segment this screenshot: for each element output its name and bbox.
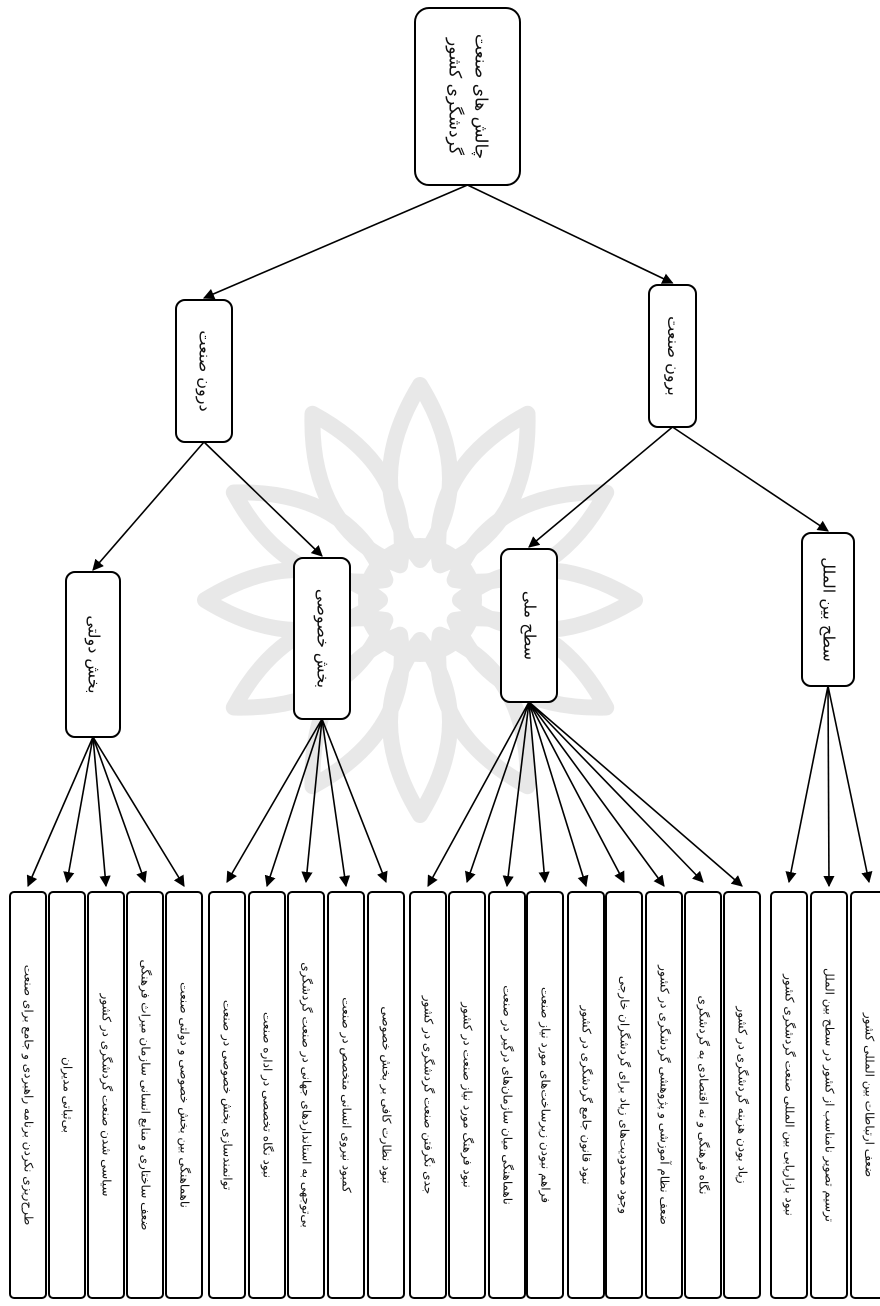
challenge-leaf — [409, 891, 447, 1299]
challenge-leaf-label: فراهم نبودن زیرساخت‌های مورد نیاز صنعت — [538, 987, 553, 1203]
connector-arrow — [528, 426, 674, 548]
connector-arrow — [264, 718, 323, 888]
challenge-leaf — [126, 891, 164, 1299]
connector-arrow — [528, 701, 704, 883]
challenge-leaf — [567, 891, 605, 1299]
category-node-label: برون صنعت — [663, 316, 683, 396]
connector-arrow — [321, 718, 351, 888]
connector-arrow — [92, 736, 147, 884]
root-node — [414, 7, 521, 186]
subcategory-node-private — [293, 557, 351, 720]
challenge-leaf-label: سیاسی شدن صنعت گردشگری در کشور — [99, 993, 114, 1197]
challenge-leaf-label: وجود محدودیت‌های زیاد برای گردشگران خارج… — [617, 976, 632, 1214]
challenge-leaf-label: نبود فرهنگ مورد نیاز صنعت در کشور — [460, 1001, 475, 1188]
connector-arrow — [528, 701, 665, 887]
challenge-leaf-label: توانمندسازی بخش خصوصی در صنعت — [220, 1000, 235, 1190]
category-node-label: درون صنعت — [195, 330, 215, 411]
challenge-leaf-label: بی‌توجهی به استانداردهای جهانی در صنعت گ… — [299, 962, 314, 1228]
challenge-leaf — [448, 891, 486, 1299]
challenge-leaf-label: ترسیم تصویر نامناسب از کشور در سطح بین ا… — [822, 968, 837, 1222]
challenge-leaf — [165, 891, 203, 1299]
subcategory-node-intl — [801, 532, 855, 687]
challenge-leaf-label: ناهماهنگی بین بخش خصوصی و دولتی صنعت — [177, 982, 192, 1208]
connector-arrow — [672, 426, 829, 532]
challenge-leaf — [645, 891, 683, 1299]
challenge-leaf-label: ضعف ساختاری و منابع انسانی سازمان میراث … — [138, 960, 153, 1231]
connector-arrow — [321, 718, 388, 884]
challenge-leaf-label: ضعف نظام آموزشی و پژوهشی گردشگری در کشور — [657, 964, 673, 1225]
connector-arrow — [63, 736, 94, 884]
connector-arrow — [226, 718, 323, 883]
connector-arrow — [92, 736, 185, 887]
challenge-leaf — [605, 891, 643, 1299]
connector-arrow — [203, 441, 323, 557]
subcategory-node-label: بخش خصوصی — [313, 589, 333, 688]
watermark-center — [358, 538, 482, 662]
challenge-leaf — [526, 891, 564, 1299]
challenge-leaf-label: ناهماهنگی میان سازمان‌های درگیر در صنعت — [500, 985, 515, 1204]
subcategory-node-label: سطح بین الملل — [819, 557, 839, 661]
category-node-outside — [648, 284, 697, 428]
connector-arrow — [92, 441, 205, 571]
challenge-leaf — [287, 891, 325, 1299]
challenge-leaf — [367, 891, 405, 1299]
challenge-leaf — [723, 891, 761, 1299]
subcategory-node-govt — [65, 571, 121, 738]
challenge-leaf — [208, 891, 246, 1299]
challenge-leaf-label: نبود نظارت کافی بر بخش خصوصی — [379, 1006, 394, 1183]
connector-arrow — [785, 685, 829, 884]
watermark-petal — [304, 405, 410, 574]
challenge-leaf — [684, 891, 722, 1299]
challenge-leaf-label: کمبود نیروی انسانی متخصص در صنعت — [339, 997, 354, 1193]
connector-arrow — [26, 736, 94, 888]
category-node-inside — [175, 299, 233, 443]
challenge-leaf — [770, 891, 808, 1299]
challenge-leaf — [810, 891, 848, 1299]
connector-arrow — [202, 184, 468, 300]
challenge-leaf — [248, 891, 286, 1299]
challenge-leaf — [488, 891, 526, 1299]
subcategory-node-label: بخش دولتی — [84, 615, 104, 693]
connector-arrow — [467, 184, 674, 284]
challenge-leaf — [9, 891, 47, 1299]
challenge-leaf-label: نگاه فرهنگی و نه اقتصادی به گردشگری — [696, 996, 711, 1195]
challenge-leaf-label: طرح‌ریزی نکردن برنامه راهبردی و جامع برا… — [21, 965, 36, 1226]
challenge-leaf-label: نبود قانون جامع گردشگری در کشور — [579, 1004, 594, 1184]
connector-arrows — [26, 184, 873, 888]
subcategory-node-label: سطح ملی — [520, 591, 540, 660]
connector-arrow — [464, 701, 530, 884]
connector-arrow — [528, 701, 743, 887]
connector-arrow — [92, 736, 111, 888]
connector-arrow — [823, 685, 835, 888]
challenge-leaf-label: زیاد بودن هزینه گردشگری در کشور — [735, 1005, 750, 1183]
watermark-ornament — [197, 377, 643, 823]
challenge-leaf — [850, 891, 880, 1299]
connector-arrow — [528, 701, 550, 884]
challenge-leaf-label: ضعف ارتباطات بین المللی کشور — [862, 1012, 877, 1177]
challenge-leaf-label: نبود نگاه تخصصی در اداره صنعت — [260, 1012, 275, 1178]
challenge-leaf — [327, 891, 365, 1299]
challenge-leaf — [48, 891, 86, 1299]
root-node-label: گردشگری کشور — [445, 37, 466, 156]
challenge-leaf — [87, 891, 125, 1299]
connector-arrow — [427, 701, 530, 887]
challenge-leaf-label: نبود بازاریابی بین المللی صنعت گردشگری ک… — [782, 973, 797, 1216]
root-node-label: چالش های صنعت — [471, 34, 491, 159]
connector-arrow — [827, 685, 873, 884]
connector-arrow — [528, 701, 589, 888]
challenge-leaf-label: بی‌ثباتی مدیران — [60, 1057, 75, 1133]
connector-arrow — [502, 701, 530, 888]
connector-arrow — [301, 718, 323, 884]
subcategory-node-national — [500, 548, 558, 703]
challenge-leaf-label: جدی نگرفتن صنعت گردشگری در کشور — [421, 995, 436, 1195]
connector-arrow — [528, 701, 625, 883]
